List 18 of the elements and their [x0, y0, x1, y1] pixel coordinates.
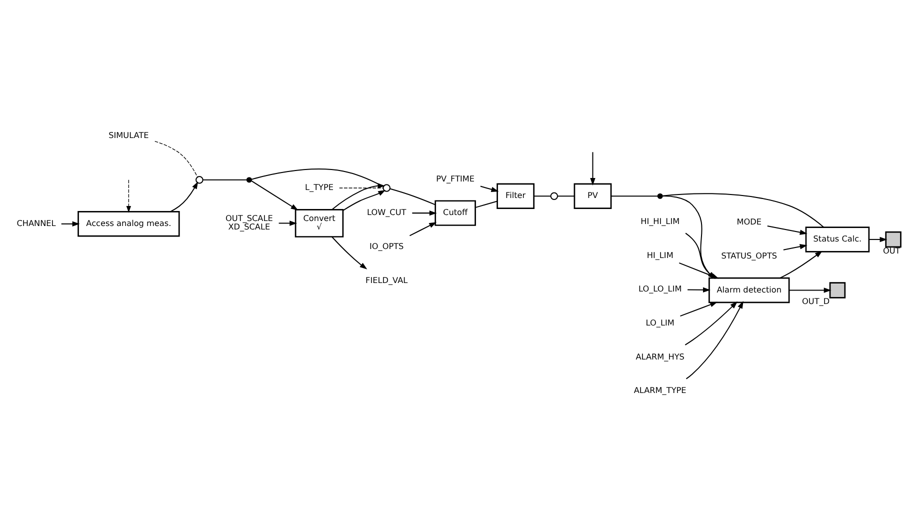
node-label: OUT — [882, 245, 900, 256]
node-text: SIMULATE — [108, 130, 149, 140]
node-text: CHANNEL — [16, 218, 56, 228]
node-label: OUT_D — [802, 296, 830, 306]
node-text: HI_HI_LIM — [640, 216, 680, 226]
node-text: FIELD_VAL — [366, 274, 408, 285]
node-text: LO_LO_LIM — [638, 284, 682, 294]
node-text: ALARM_HYS — [636, 351, 684, 362]
node-text: L_TYPE — [305, 182, 334, 192]
node-text: MODE — [736, 216, 762, 227]
node-text: ALARM_TYPE — [634, 385, 686, 396]
node-text: LO_LIM — [646, 318, 674, 328]
node-text: PV_FTIME — [436, 173, 475, 184]
node-text: LOW_CUT — [366, 207, 406, 218]
node-text: HI_LIM — [646, 250, 674, 260]
node-text: OUT_SCALE XD_SCALE — [226, 212, 273, 232]
node-text: STATUS_OPTS — [721, 250, 778, 260]
node-text: IO_OPTS — [370, 241, 404, 252]
